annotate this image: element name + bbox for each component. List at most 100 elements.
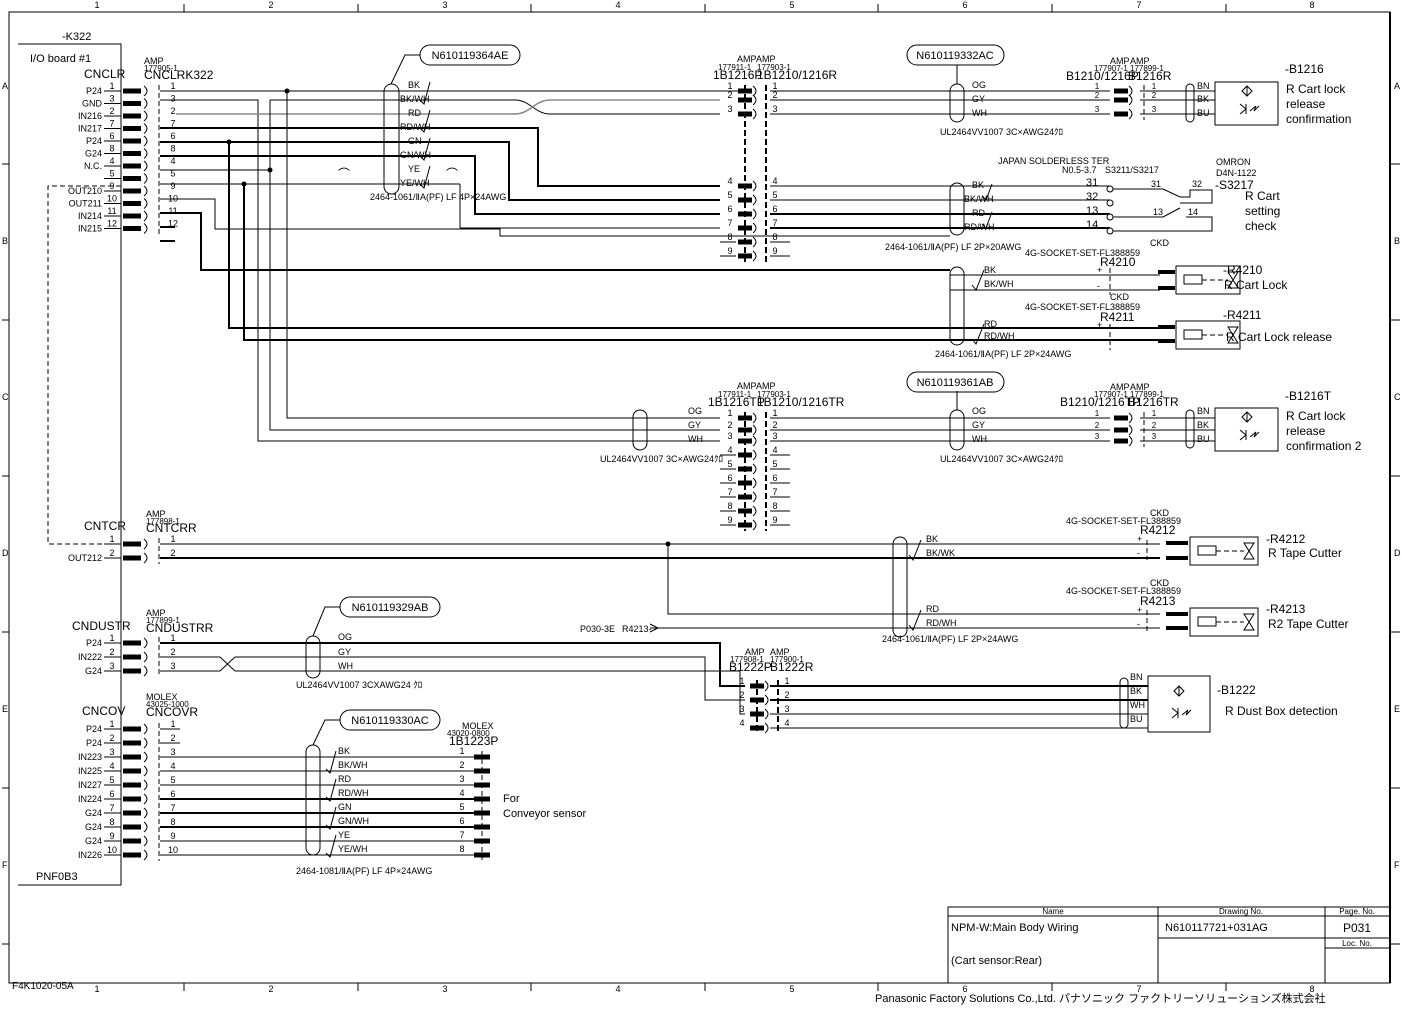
- mate-pin-number: 9: [772, 246, 777, 256]
- socket-contact: [143, 160, 148, 172]
- mate-pin-number: 2: [772, 420, 777, 430]
- component-ref: -B1216T: [1285, 389, 1332, 403]
- socket-contact: [752, 250, 757, 262]
- component-desc: R Dust Box detection: [1225, 704, 1338, 718]
- wire-label: OG: [972, 406, 986, 416]
- component-desc: check: [1245, 219, 1277, 233]
- socket-contact: [143, 198, 148, 209]
- pin-number: 8: [459, 844, 464, 854]
- wire-label: BN: [1130, 672, 1143, 682]
- column-label: 1: [94, 0, 99, 10]
- twisted-pair-icon: [908, 539, 922, 631]
- proximity-sensor-icon: [1239, 85, 1260, 115]
- pin-signal: IN222: [78, 652, 102, 662]
- polarity-plus: +: [1097, 265, 1102, 275]
- polarity-minus: -: [1137, 619, 1140, 629]
- mate-pin-number: 2: [170, 733, 175, 743]
- connector-plug-name: B1222P: [729, 660, 772, 674]
- pin-housing: [123, 541, 141, 547]
- row-label: D: [1394, 548, 1401, 558]
- pin-signal: G24: [85, 808, 102, 818]
- socket-contact: [1128, 435, 1133, 447]
- cable-n610119361ab[interactable]: N610119361AB OG GY WH UL2464VV1007 3C×AW…: [906, 371, 1063, 464]
- pin-housing: [123, 201, 141, 206]
- wire-label: RD: [926, 604, 939, 614]
- pin-signal: OUT212: [68, 553, 102, 563]
- pin-number: 3: [1095, 432, 1100, 441]
- connector-plug-name: B1210/1216P: [1066, 69, 1139, 83]
- mfr-label: AMP: [1110, 56, 1130, 66]
- socket-contact: [143, 135, 148, 147]
- pin-number: 7: [109, 803, 114, 813]
- cable-left-c: OG GY WH UL2464VV1007 3C×AWG24ｸﾛ: [258, 170, 723, 464]
- proximity-sensor-icon: [1171, 685, 1192, 719]
- twisted-pair-icon: [419, 81, 431, 105]
- socket-contact: [752, 85, 757, 97]
- pin-housing: [123, 824, 141, 830]
- cable-n610119364ae[interactable]: N610119364AE ⌒ ⌒ 2464-1061/ⅡA(PF) LF 4P×…: [338, 44, 521, 202]
- mate-pin-number: 12: [168, 219, 178, 229]
- connector-cntcr[interactable]: CNTCR AMP 177898-1 CNTCRR: [84, 509, 197, 535]
- wire-label: RD/WH: [400, 122, 431, 132]
- pin-number: 6: [727, 473, 732, 483]
- offpage-signal[interactable]: R4213-: [622, 624, 652, 634]
- pin-housing: [1114, 111, 1128, 117]
- connector-b1222[interactable]: AMP AMP 177908-1 177900-1 B1222P B1222R: [729, 647, 814, 674]
- wire-label: GY: [972, 420, 985, 430]
- pin-housing: [123, 113, 141, 119]
- valve-mfr: CKD: [1110, 292, 1130, 302]
- wire-label: RD/WH: [964, 222, 995, 232]
- column-label: 3: [442, 0, 447, 10]
- pin-signal: IN223: [78, 752, 102, 762]
- connector-receptacle-name: B1216R: [1128, 69, 1172, 83]
- pin-housing: [738, 452, 752, 458]
- pin-housing: [123, 163, 141, 169]
- pin-number: 11: [107, 206, 116, 216]
- connector-b1216[interactable]: AMP AMP 177907-1 177899-1 B1210/1216P B1…: [1066, 56, 1172, 83]
- connector-cncov[interactable]: CNCOV MOLEX 43025-1000 CNCOVR: [82, 692, 198, 719]
- pin-signal: P24: [86, 86, 102, 96]
- connector-1b1216t[interactable]: AMP AMP 177911-1 177903-1 1B1216TP 1B121…: [708, 381, 845, 409]
- pin-signal: IN216: [78, 111, 102, 121]
- cable-id: N610119361AB: [917, 377, 994, 389]
- sensor-b1216t[interactable]: BN BK BU -B1216T R Cart lock release con…: [1140, 389, 1362, 453]
- sensor-b1216[interactable]: BN BK BU -B1216 R Cart lock release conf…: [1140, 62, 1351, 126]
- component-ref: -S3217: [1215, 178, 1254, 192]
- valve-r4213[interactable]: RD RD/WH CKD 4G-SOCKET-SET-FL388859 R421…: [926, 578, 1349, 637]
- mate-pin-number: 1: [170, 633, 175, 643]
- valve-conn: R4210: [1100, 255, 1136, 269]
- valve-r4210[interactable]: BK BK/WH CKD 4G-SOCKET-SET-FL388859 R421…: [950, 238, 1316, 297]
- pin-signal: N.C.: [84, 161, 102, 171]
- pin-number: 3: [109, 94, 114, 104]
- connector-1b1223p[interactable]: MOLEX 43020-0800 1B1223P For Conveyor se…: [447, 721, 586, 820]
- component-desc: confirmation 2: [1286, 439, 1362, 453]
- valve-r4212[interactable]: BK BK/WK CKD 4G-SOCKET-SET-FL388859 R421…: [926, 508, 1342, 566]
- column-label: 4: [615, 0, 620, 10]
- switch-s3217[interactable]: BK BK/WH RD RD/WH 2464-1061/ⅡA(PF) LF 2P…: [885, 156, 1280, 252]
- cable-n610119332ac[interactable]: N610119332AC OG GY WH UL2464VV1007 3C×AW…: [906, 44, 1063, 137]
- mate-pin-number: 3: [772, 431, 777, 441]
- mate-pin-number: 2: [1152, 91, 1157, 100]
- board-part: PNF0B3: [36, 871, 78, 883]
- proximity-sensor-icon: [1239, 411, 1260, 441]
- mate-pin-number: 10: [168, 845, 178, 855]
- socket-contact: [752, 519, 757, 531]
- wire-label: RD: [972, 208, 985, 218]
- column-label: 2: [268, 0, 273, 10]
- pin-number: 7: [109, 119, 114, 129]
- connector-1b1216[interactable]: AMP AMP 177911-1 177903-1 1B1216P 1B1210…: [713, 54, 837, 82]
- valve-solenoid-icon: [1243, 613, 1255, 631]
- mate-pin-number: 9: [170, 831, 175, 841]
- valve-r4211[interactable]: RD RD/WH CKD 4G-SOCKET-SET-FL388859 R421…: [950, 292, 1332, 350]
- contact-label: 32: [1192, 179, 1202, 189]
- pin-housing: [1114, 438, 1128, 444]
- sensor-b1222[interactable]: BN BK WH BU -B1222 R Dust Box detection: [770, 672, 1338, 733]
- socket-contact: [143, 210, 148, 222]
- connector-cndustr[interactable]: CNDUSTR AMP 177899-1 CNDUSTRR: [72, 608, 214, 635]
- terminal-number: 13: [1086, 205, 1098, 217]
- connector-b1216t[interactable]: AMP AMP 177907-1 177899-1 B1210/1216TP B…: [1060, 382, 1179, 409]
- socket-contact: [143, 651, 148, 663]
